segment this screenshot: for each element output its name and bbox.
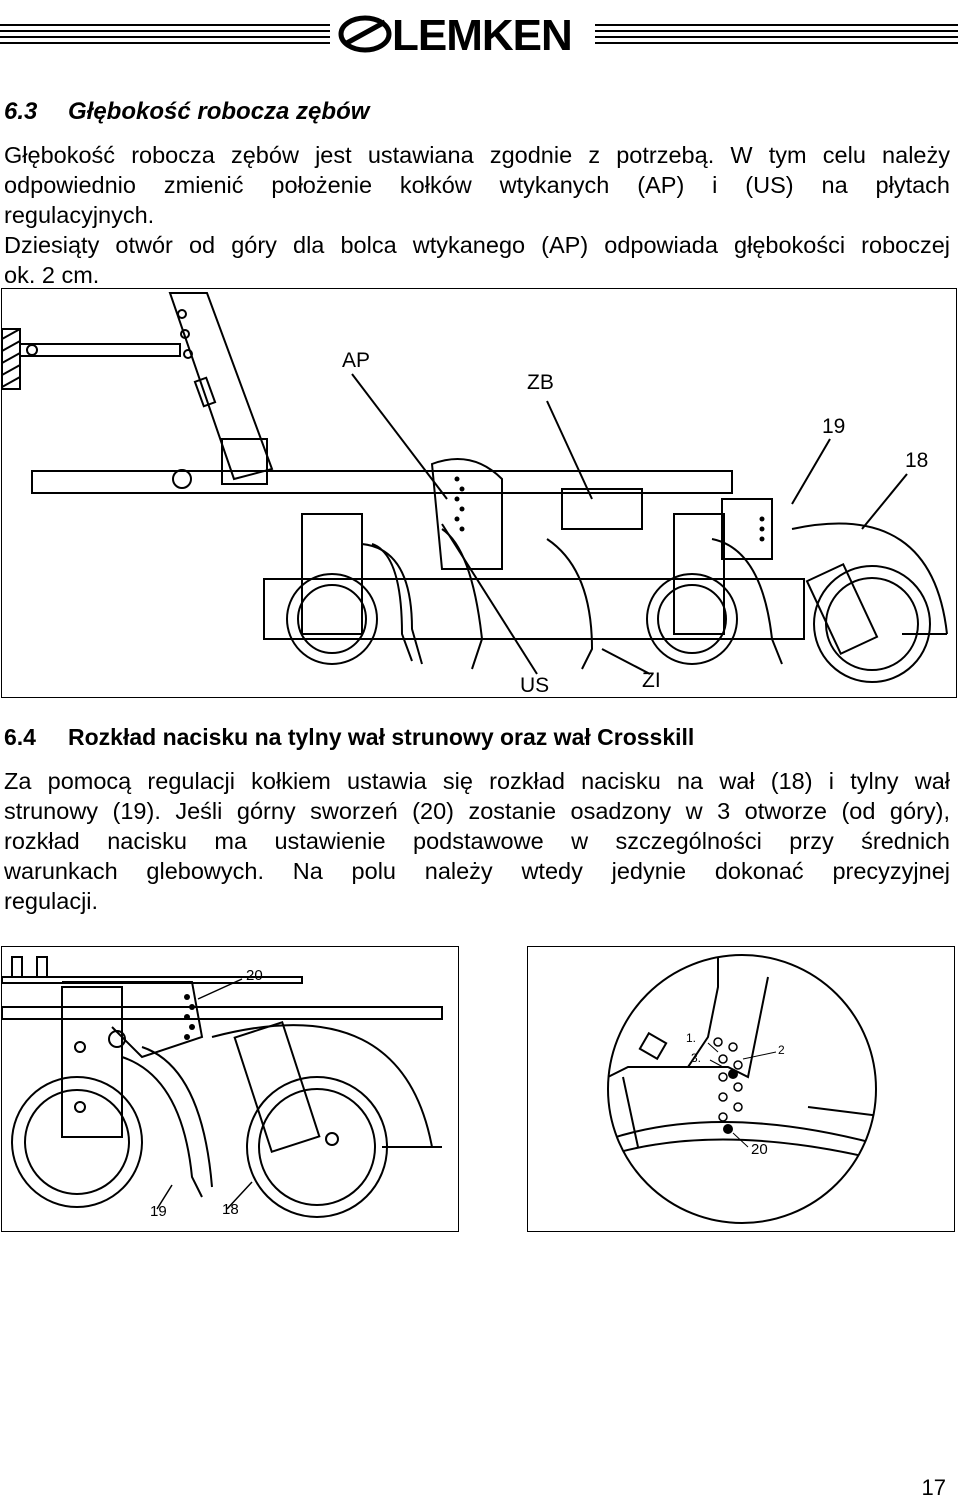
section-6-3-body: Głębokość robocza zębów jest ustawiana z… — [4, 140, 950, 290]
paragraph-line: Za pomocą regulacji kołkiem ustawia się … — [4, 768, 950, 794]
label-20: 20 — [246, 967, 263, 984]
section-title: Głębokość robocza zębów — [68, 98, 370, 125]
label-20: 20 — [751, 1141, 768, 1158]
section-number: 6.3 — [4, 98, 38, 125]
label-zi: ZI — [642, 669, 661, 692]
cultivator-side-drawing — [2, 292, 948, 683]
figure-hole-detail: 1. 3. 2 20 — [527, 946, 955, 1232]
paragraph-line: strunowy (19). Jeśli górny sworzeń (20) … — [4, 798, 950, 824]
section-6-4-heading: 6.4 Rozkład nacisku na tylny wał strunowy… — [4, 724, 694, 751]
section-6-4-body: Za pomocą regulacji kołkiem ustawia się … — [4, 766, 950, 916]
label-hole-1: 1. — [686, 1031, 697, 1045]
label-19: 19 — [150, 1203, 167, 1220]
figure-roller-pressure: 20 19 18 — [1, 946, 459, 1232]
paragraph-line: Dziesiąty otwór od góry dla bolca wtykan… — [4, 232, 950, 258]
paragraph-line: rozkład nacisku ma ustawienie podstawowe… — [4, 828, 950, 854]
label-hole-2: 2 — [778, 1043, 785, 1057]
paragraph-line: Głębokość robocza zębów jest ustawiana z… — [4, 142, 950, 168]
hole-detail-circle-drawing — [607, 954, 877, 1224]
section-6-3-heading: 6.3 Głębokość robocza zębów — [4, 98, 369, 126]
label-18: 18 — [222, 1201, 239, 1218]
label-18: 18 — [905, 449, 929, 472]
paragraph-line: odpowiednio zmienić położenie kołków wty… — [4, 172, 950, 198]
page-number: 17 — [921, 1475, 946, 1500]
label-hole-3: 3. — [691, 1051, 702, 1065]
section-title: Rozkład nacisku na tylny wał strunowy or… — [68, 724, 695, 750]
paragraph-line: regulacji. — [4, 888, 99, 914]
roller-assembly-drawing — [2, 956, 443, 1218]
label-us: US — [520, 674, 550, 697]
brand-logo-text: LEMKEN — [392, 11, 573, 60]
paragraph-line: warunkach glebowych. Na polu należy wted… — [4, 858, 950, 884]
figure-depth-adjustment: AP ZB 19 18 US ZI — [1, 288, 957, 698]
label-zb: ZB — [527, 371, 554, 394]
label-19: 19 — [822, 415, 846, 438]
paragraph-line: regulacyjnych. — [4, 202, 155, 228]
section-number: 6.4 — [4, 724, 36, 750]
page-header: LEMKEN — [0, 0, 960, 70]
paragraph-line: ok. 2 cm. — [4, 262, 100, 288]
lemken-logo-icon — [338, 15, 392, 53]
label-ap: AP — [342, 349, 371, 372]
header-rules — [0, 15, 958, 53]
